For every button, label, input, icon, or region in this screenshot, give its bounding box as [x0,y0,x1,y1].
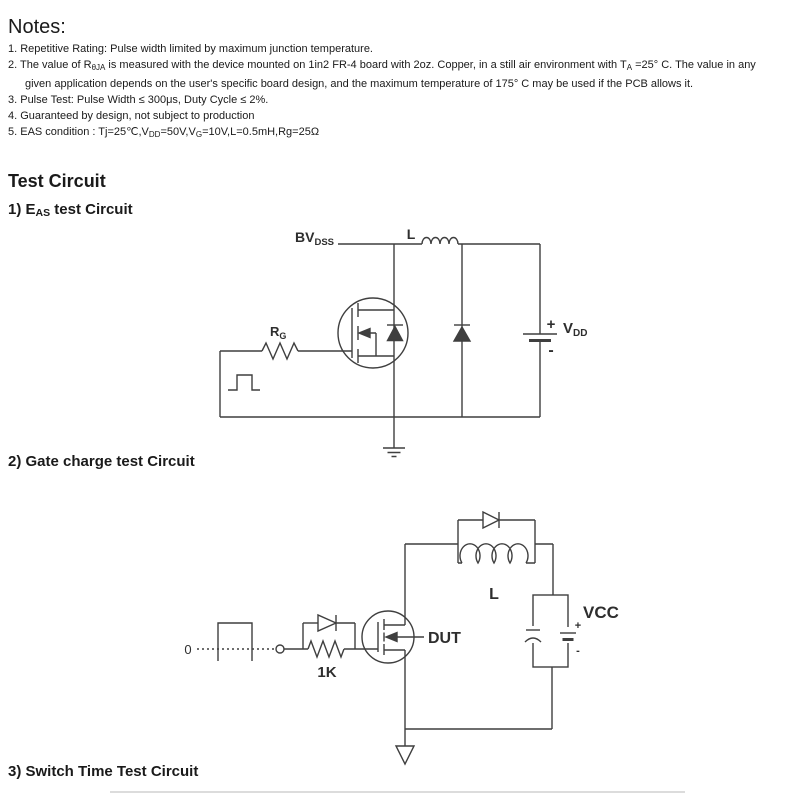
switch-time-circuit-heading: 3) Switch Time Test Circuit [8,763,199,780]
zero-level-label: 0 [184,642,191,657]
note-item-4: 4. Guaranteed by design, not subject to … [8,110,255,122]
note-item-3: 3. Pulse Test: Pulse Width ≤ 300μs, Duty… [8,94,269,106]
mosfet-symbol [337,297,409,369]
bvdss-label: BVDSS [295,229,334,248]
gate-charge-circuit-heading: 2) Gate charge test Circuit [8,453,195,470]
pulse-source-icon [197,622,275,661]
notes-list: 1. Repetitive Rating: Pulse width limite… [8,41,796,143]
gate-charge-circuit-diagram: 0 1K DUT L + - VCC [184,510,619,766]
subscript: AS [35,207,51,219]
vcc-label: VCC [583,603,619,622]
subscript: θJA [91,63,106,72]
cap-plus-label: + [575,620,581,632]
ground-arrow-icon [394,745,416,766]
battery-icon [523,333,557,342]
rg-label: RG [270,324,286,341]
eas-test-circuit-diagram: BVDSS L RG + - VDD [219,226,587,458]
wires [284,519,554,746]
clamp-diode-icon [482,510,501,530]
subscript: A [626,63,633,72]
vdd-label: VDD [563,320,587,339]
inductor-label: L [407,226,416,242]
inductor-icon [459,543,529,565]
electrolytic-cap-icon [560,632,576,641]
note-item-2: 2. The value of RθJA is measured with th… [8,59,756,90]
notes-title: Notes: [8,16,66,38]
battery-plus-label: + [547,316,556,333]
subscript: DD [148,130,161,139]
dut-label: DUT [428,630,461,647]
freewheel-diode-icon [452,324,472,342]
capacitor-bank [524,594,576,668]
wires [219,243,541,448]
inductor-icon [421,236,459,245]
mosfet-symbol [361,610,424,664]
ground-icon [383,447,405,458]
battery-minus-label: - [548,342,553,359]
resistor-value-label: 1K [317,664,336,681]
inductor-label: L [489,586,499,603]
note-item-5: 5. EAS condition : Tj=25℃,VDD=50V,VG=10V… [8,126,320,139]
note-item-1: 1. Repetitive Rating: Pulse width limite… [8,43,373,55]
page-bottom-divider [110,791,685,793]
pulse-source-icon [228,374,260,391]
cap-minus-label: - [576,645,580,657]
gate-resistor-icon [303,639,355,659]
eas-circuit-heading: 1) EAS test Circuit [8,201,133,219]
resistor-icon [261,341,299,361]
input-terminal-icon [275,644,285,654]
test-circuit-title: Test Circuit [8,171,106,191]
capacitor-icon [524,629,542,643]
gate-diode-icon [303,613,355,633]
subscript: G [195,130,203,139]
